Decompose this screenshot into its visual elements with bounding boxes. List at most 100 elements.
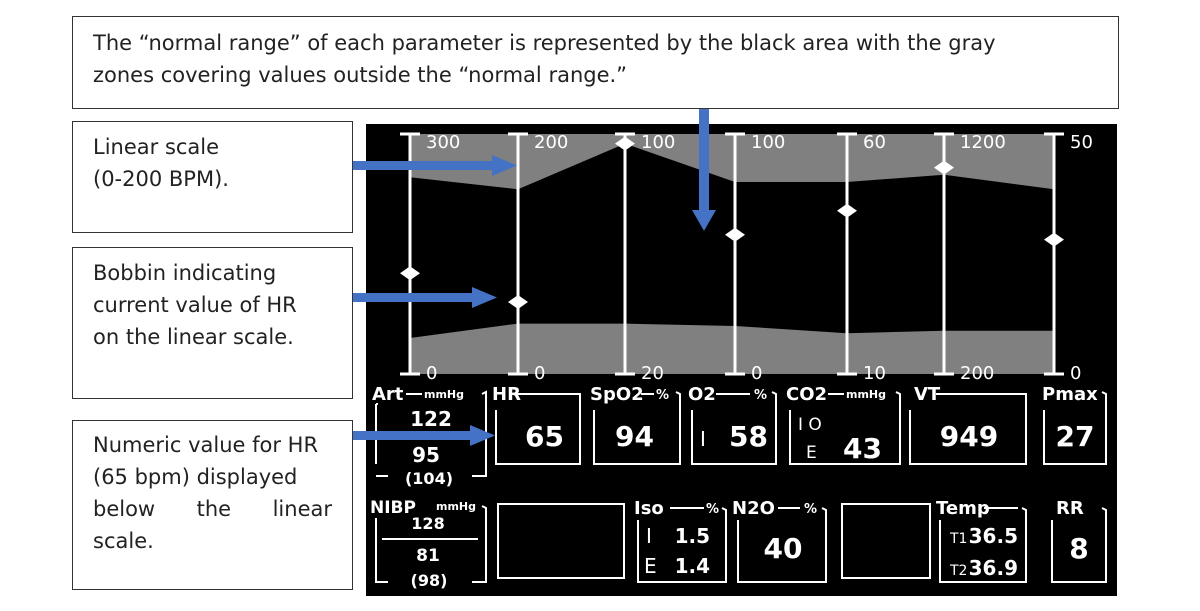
scale-max-label: 300 (426, 132, 460, 153)
bobbin-callout: Bobbin indicating current value of HR on… (72, 247, 353, 399)
nibp-mean-value: (98) (411, 571, 448, 590)
panel-label: Art (372, 384, 404, 405)
panel-co2: CO2 mmHg I O E 43 (786, 384, 901, 465)
hr-numeric-value: 65 (525, 420, 564, 453)
panel-temp: Temp T1 36.5 T2 36.9 (936, 498, 1027, 583)
o2-numeric-value: 58 (729, 420, 768, 453)
empty-panel (841, 503, 931, 579)
panel-frame (593, 391, 681, 465)
panel-label: HR (492, 384, 521, 405)
panel-label: Iso (634, 498, 664, 519)
art-systolic-value: 122 (410, 407, 452, 431)
n2o-numeric-value: 40 (764, 532, 803, 565)
panel-o2: O2 % I 58 (688, 384, 777, 465)
scale-vt: 1200 200 (934, 132, 1006, 384)
nibp-diastolic-value: 81 (416, 546, 440, 566)
panel-unit: % (804, 502, 817, 517)
monitor-svg: 300 0 200 0 100 20 (370, 132, 1107, 590)
panel-frame (637, 507, 727, 583)
panel-unit: % (656, 388, 669, 403)
panel-label: VT (914, 384, 941, 405)
panel-label: RR (1056, 498, 1084, 519)
scale-min-label: 0 (534, 363, 545, 384)
panel-frame (1043, 391, 1107, 465)
panel-nibp: NIBP mmHg 128 81 (98) (370, 498, 487, 590)
scale-min-label: 0 (426, 363, 437, 384)
linear-scales: 300 0 200 0 100 20 (400, 132, 1093, 384)
scale-min-label: 0 (751, 363, 762, 384)
panel-label: CO2 (786, 384, 827, 405)
panel-frame (737, 507, 827, 583)
panel-frame (375, 505, 487, 583)
spo2-numeric-value: 94 (615, 420, 654, 453)
scale-pmax: 50 0 (1044, 132, 1093, 384)
scale-min-label: 200 (960, 363, 994, 384)
panel-vt: VT 949 (909, 384, 1027, 465)
panel-unit: % (706, 502, 719, 517)
panel-hr: HR 65 (492, 384, 581, 465)
temp-t2-value: 36.9 (969, 556, 1018, 580)
panel-frame (789, 391, 901, 465)
bobbin-marker (934, 160, 954, 175)
iso-inspired-value: 1.5 (675, 524, 710, 548)
rr-numeric-value: 8 (1069, 532, 1088, 565)
callout-line: Bobbin indicating (93, 261, 277, 285)
panel-unit: mmHg (846, 388, 886, 401)
empty-panel (497, 503, 625, 579)
callout-line: The “normal range” of each parameter is … (93, 31, 996, 55)
iso-expired-label: E (644, 554, 657, 578)
temp-t2-label: T2 (949, 563, 967, 579)
numeric-value-callout: Numeric value for HR (65 bpm) displayed … (72, 420, 353, 590)
scale-o2: 100 0 (725, 132, 785, 384)
panel-label: O2 (688, 384, 716, 405)
callout-line: zones covering values outside the “norma… (93, 63, 628, 87)
scale-max-label: 1200 (960, 132, 1006, 153)
panel-unit: mmHg (436, 500, 476, 513)
panel-n2o: N2O % 40 (732, 498, 827, 583)
panel-frame (939, 507, 1027, 583)
callout-line: Numeric value for HR (93, 433, 319, 457)
scale-max-label: 100 (751, 132, 785, 153)
scale-max-label: 200 (534, 132, 568, 153)
lower-gray-zone (410, 323, 1054, 374)
panel-frame (1051, 507, 1107, 583)
linear-scale-callout: Linear scale (0-200 BPM). (72, 121, 353, 233)
bobbin-marker (508, 295, 528, 309)
panel-unit: mmHg (424, 388, 464, 401)
panel-frame (691, 391, 777, 465)
bobbin-marker (837, 203, 857, 218)
panel-art: Art mmHg 122 95 (104) (372, 384, 487, 488)
pmax-numeric-value: 27 (1056, 420, 1095, 453)
scale-max-label: 60 (863, 132, 886, 153)
iso-inspired-label: I (646, 524, 652, 548)
callout-line: (0-200 BPM). (93, 167, 229, 191)
callout-line: on the linear scale. (93, 325, 294, 349)
scale-min-label: 20 (641, 363, 664, 384)
upper-gray-zone (410, 134, 1054, 190)
co2-numeric-value: 43 (843, 432, 882, 465)
scale-art: 300 0 (400, 132, 460, 384)
panel-frame (909, 393, 1027, 465)
scale-min-label: 10 (863, 363, 886, 384)
vt-numeric-value: 949 (940, 420, 998, 453)
callout-line: Linear scale (93, 135, 220, 159)
scale-max-label: 50 (1070, 132, 1093, 153)
o2-inspired-marker: I (700, 427, 706, 451)
callout-line: current value of HR (93, 293, 297, 317)
panel-spo2: SpO2 % 94 (590, 384, 681, 465)
scale-co2: 60 10 (837, 132, 886, 384)
scale-hr: 200 0 (508, 132, 568, 384)
bobbin-marker (400, 266, 420, 281)
nibp-systolic-value: 128 (411, 514, 444, 533)
bobbin-marker (725, 227, 745, 242)
normal-range-callout: The “normal range” of each parameter is … (72, 16, 1119, 109)
panel-label: NIBP (370, 498, 416, 518)
art-diastolic-value: 95 (412, 443, 440, 467)
temp-t1-label: T1 (949, 531, 967, 547)
scale-min-label: 0 (1070, 363, 1081, 384)
panel-frame (495, 393, 581, 465)
panel-rr: RR 8 (1051, 498, 1107, 583)
co2-io-marker: I O (798, 415, 822, 435)
panel-label: Pmax (1042, 384, 1098, 405)
bobbin-marker (1044, 232, 1064, 247)
